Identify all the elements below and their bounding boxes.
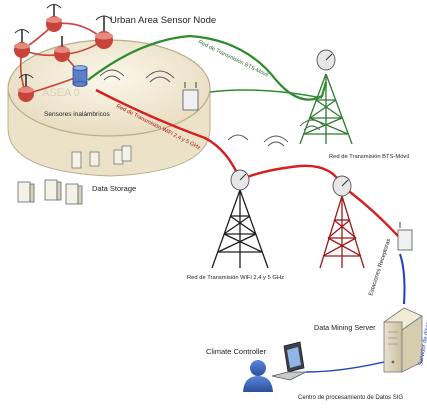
climate-controller-label: Climate Controller: [206, 347, 267, 356]
access-point-2: [397, 222, 413, 251]
urban-sensor-platform: ASEA 0: [7, 39, 211, 177]
platform-storage-units: [71, 145, 132, 169]
laptop-icon: [271, 341, 307, 381]
sensor-node-title: Urban Area Sensor Node: [110, 15, 216, 26]
bts-mobile-link: [87, 34, 328, 101]
wireless-sensor-2: [46, 4, 62, 32]
data-mining-server-label: Data Mining Server: [314, 323, 376, 332]
access-point-1: [182, 82, 199, 111]
data-storage-devices: [17, 179, 83, 205]
signal-wave-arcs: [99, 69, 325, 147]
wireless-sensors-label: Sensores inalámbricos: [44, 111, 111, 118]
gateway-node-icon: [72, 65, 88, 87]
server-backbone-link: [399, 253, 406, 305]
bts-tower-label: Red de Transmisión BTS-Móvil: [329, 154, 409, 160]
receiving-stations-label: Estaciones Receptoras: [368, 238, 392, 297]
wireless-sensor-5: [18, 74, 34, 102]
processing-center-label: Centro de procesamiento de Datos SIG: [298, 395, 403, 401]
bts-tower-green: [299, 73, 353, 145]
laptop-server-link: [305, 361, 385, 373]
wifi-tower-black: [211, 189, 269, 269]
wifi-tower-label: Red de Transmisión WiFi 2,4 y 5 GHz: [187, 275, 284, 281]
receiving-dish-icon: [332, 175, 352, 197]
bts-secondary-link: [209, 89, 323, 99]
data-storage-label: Data Storage: [92, 184, 136, 193]
wireless-sensor-3: [95, 15, 113, 49]
wifi-dish-icon: [230, 169, 250, 191]
bts-dish-icon: [316, 49, 336, 71]
receiving-tower-red: [319, 195, 365, 269]
wireless-sensor-1: [14, 29, 30, 58]
server-icon: [383, 307, 423, 373]
disk-server-label: Servidor de discos: [418, 318, 427, 366]
wireless-sensor-4: [54, 36, 70, 62]
user-avatar-icon: [243, 360, 273, 392]
watermark-text: ASEA 0: [42, 87, 80, 99]
